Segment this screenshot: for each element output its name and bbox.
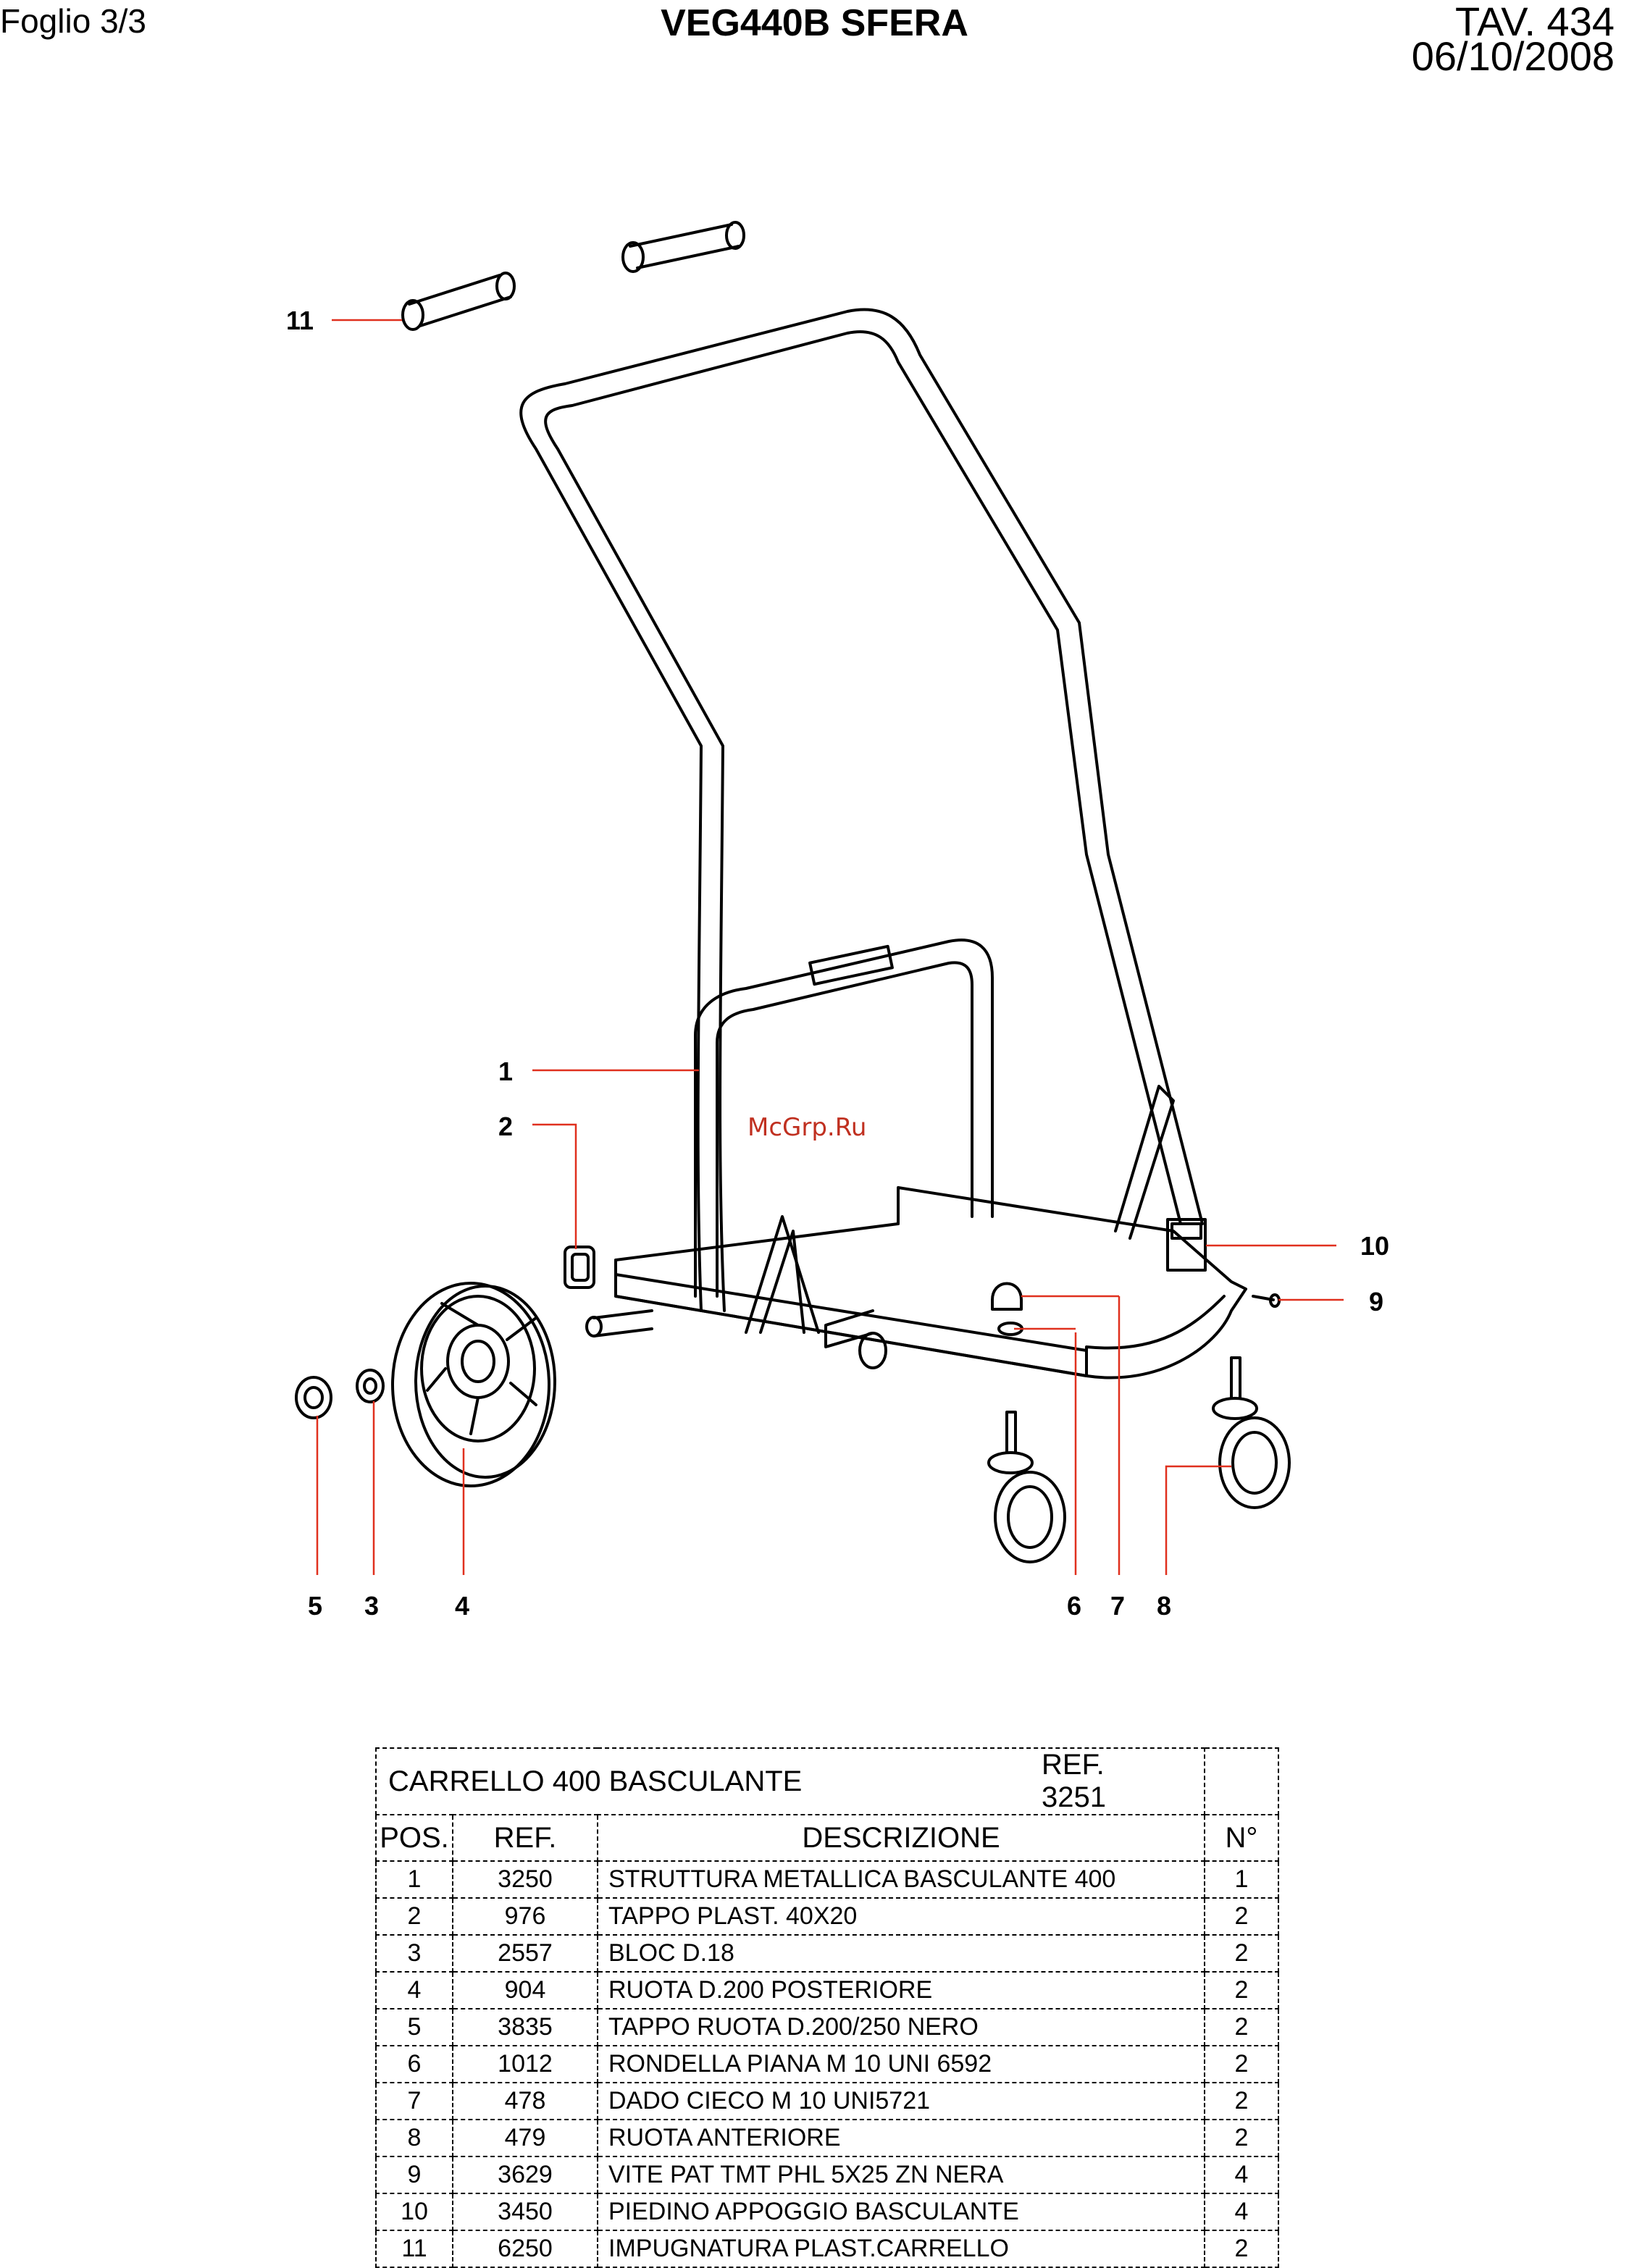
cell-qty: 2 (1204, 2082, 1279, 2120)
cell-desc: VITE PAT TMT PHL 5X25 ZN NERA (597, 2156, 1205, 2194)
callout-1: 1 (498, 1057, 513, 1086)
base-frame (614, 1186, 1247, 1379)
cell-pos: 3 (375, 1934, 453, 1973)
col-header-pos: POS. (375, 1814, 453, 1862)
cell-qty: 4 (1204, 2193, 1279, 2231)
cell-desc: BLOC D.18 (597, 1934, 1205, 1973)
cell-ref: 904 (452, 1971, 598, 2009)
cell-pos: 2 (375, 1897, 453, 1936)
cell-desc: DADO CIECO M 10 UNI5721 (597, 2082, 1205, 2120)
cell-desc: TAPPO PLAST. 40X20 (597, 1897, 1205, 1936)
plastic-grip-right (621, 221, 745, 273)
cell-pos: 5 (375, 2008, 453, 2046)
cap-nut (991, 1282, 1023, 1311)
drawing-date: 06/10/2008 (1411, 33, 1615, 79)
cell-qty: 1 (1204, 1860, 1279, 1899)
exploded-view-drawing: 11 1 2 10 9 5 3 4 6 7 8 McGrp.Ru (286, 221, 1389, 1621)
cell-desc: PIEDINO APPOGGIO BASCULANTE (597, 2193, 1205, 2231)
cell-pos: 9 (375, 2156, 453, 2194)
cell-qty: 2 (1204, 2230, 1279, 2268)
support-foot (1166, 1218, 1207, 1272)
cell-ref: 478 (452, 2082, 598, 2120)
wheel-cap (295, 1376, 332, 1419)
cell-pos: 10 (375, 2193, 453, 2231)
cell-ref: 3450 (452, 2193, 598, 2231)
cell-pos: 4 (375, 1971, 453, 2009)
callout-3: 3 (364, 1591, 379, 1621)
callout-10: 10 (1360, 1231, 1389, 1261)
col-header-desc: DESCRIZIONE (597, 1814, 1205, 1862)
cell-pos: 1 (375, 1860, 453, 1899)
parts-table-title: CARRELLO 400 BASCULANTE (375, 1747, 1205, 1815)
callout-11: 11 (286, 306, 314, 335)
cell-ref: 3835 (452, 2008, 598, 2046)
parts-table-ref: REF. 3251 (1042, 1747, 1279, 1815)
cell-qty: 2 (1204, 1934, 1279, 1973)
leader-lines (316, 319, 1344, 1575)
handle-frame (519, 308, 1204, 1312)
rear-support (694, 938, 994, 1298)
cell-ref: 1012 (452, 2045, 598, 2083)
page-title: VEG440B SFERA (661, 2, 968, 44)
cell-desc: STRUTTURA METALLICA BASCULANTE 400 (597, 1860, 1205, 1899)
cell-pos: 11 (375, 2230, 453, 2268)
cell-desc: RUOTA ANTERIORE (597, 2119, 1205, 2157)
cell-pos: 6 (375, 2045, 453, 2083)
cell-desc: TAPPO RUOTA D.200/250 NERO (597, 2008, 1205, 2046)
cell-qty: 2 (1204, 1971, 1279, 2009)
cell-qty: 4 (1204, 2156, 1279, 2194)
cell-qty: 2 (1204, 2008, 1279, 2046)
cell-pos: 7 (375, 2082, 453, 2120)
rear-wheel (391, 1282, 556, 1487)
cell-ref: 2557 (452, 1934, 598, 1973)
cell-desc: RONDELLA PIANA M 10 UNI 6592 (597, 2045, 1205, 2083)
cell-ref: 3250 (452, 1860, 598, 1899)
front-caster-right (1212, 1356, 1291, 1509)
table-number: TAV. 434 (1454, 0, 1615, 44)
cell-desc: IMPUGNATURA PLAST.CARRELLO (597, 2230, 1205, 2268)
parts-table-header-row: POS. REF. DESCRIZIONE N° (375, 1814, 1279, 1862)
cell-ref: 976 (452, 1897, 598, 1936)
cell-ref: 6250 (452, 2230, 598, 2268)
cell-ref: 479 (452, 2119, 598, 2157)
col-header-ref: REF. (452, 1814, 598, 1862)
callout-9: 9 (1369, 1287, 1383, 1316)
cell-qty: 2 (1204, 2119, 1279, 2157)
callout-8: 8 (1157, 1591, 1171, 1621)
callout-7: 7 (1110, 1591, 1125, 1621)
cell-ref: 3629 (452, 2156, 598, 2194)
plastic-plug (564, 1246, 595, 1289)
col-header-qty: N° (1204, 1814, 1279, 1862)
callout-5: 5 (308, 1591, 322, 1621)
watermark: McGrp.Ru (748, 1113, 866, 1142)
cell-desc: RUOTA D.200 POSTERIORE (597, 1971, 1205, 2009)
parts-table: CARRELLO 400 BASCULANTE REF. 3251 POS. R… (375, 1747, 1279, 2268)
callout-6: 6 (1067, 1591, 1081, 1621)
sheet-number: Foglio 3/3 (0, 2, 147, 40)
callout-2: 2 (498, 1112, 513, 1141)
cell-qty: 2 (1204, 2045, 1279, 2083)
parts-table-caption-row: CARRELLO 400 BASCULANTE REF. 3251 (375, 1747, 1279, 1815)
cell-qty: 2 (1204, 1897, 1279, 1936)
bloc-ring (356, 1369, 385, 1403)
cell-pos: 8 (375, 2119, 453, 2157)
plastic-grip-left (401, 272, 516, 331)
front-caster-left (987, 1411, 1066, 1563)
callout-4: 4 (455, 1591, 469, 1621)
